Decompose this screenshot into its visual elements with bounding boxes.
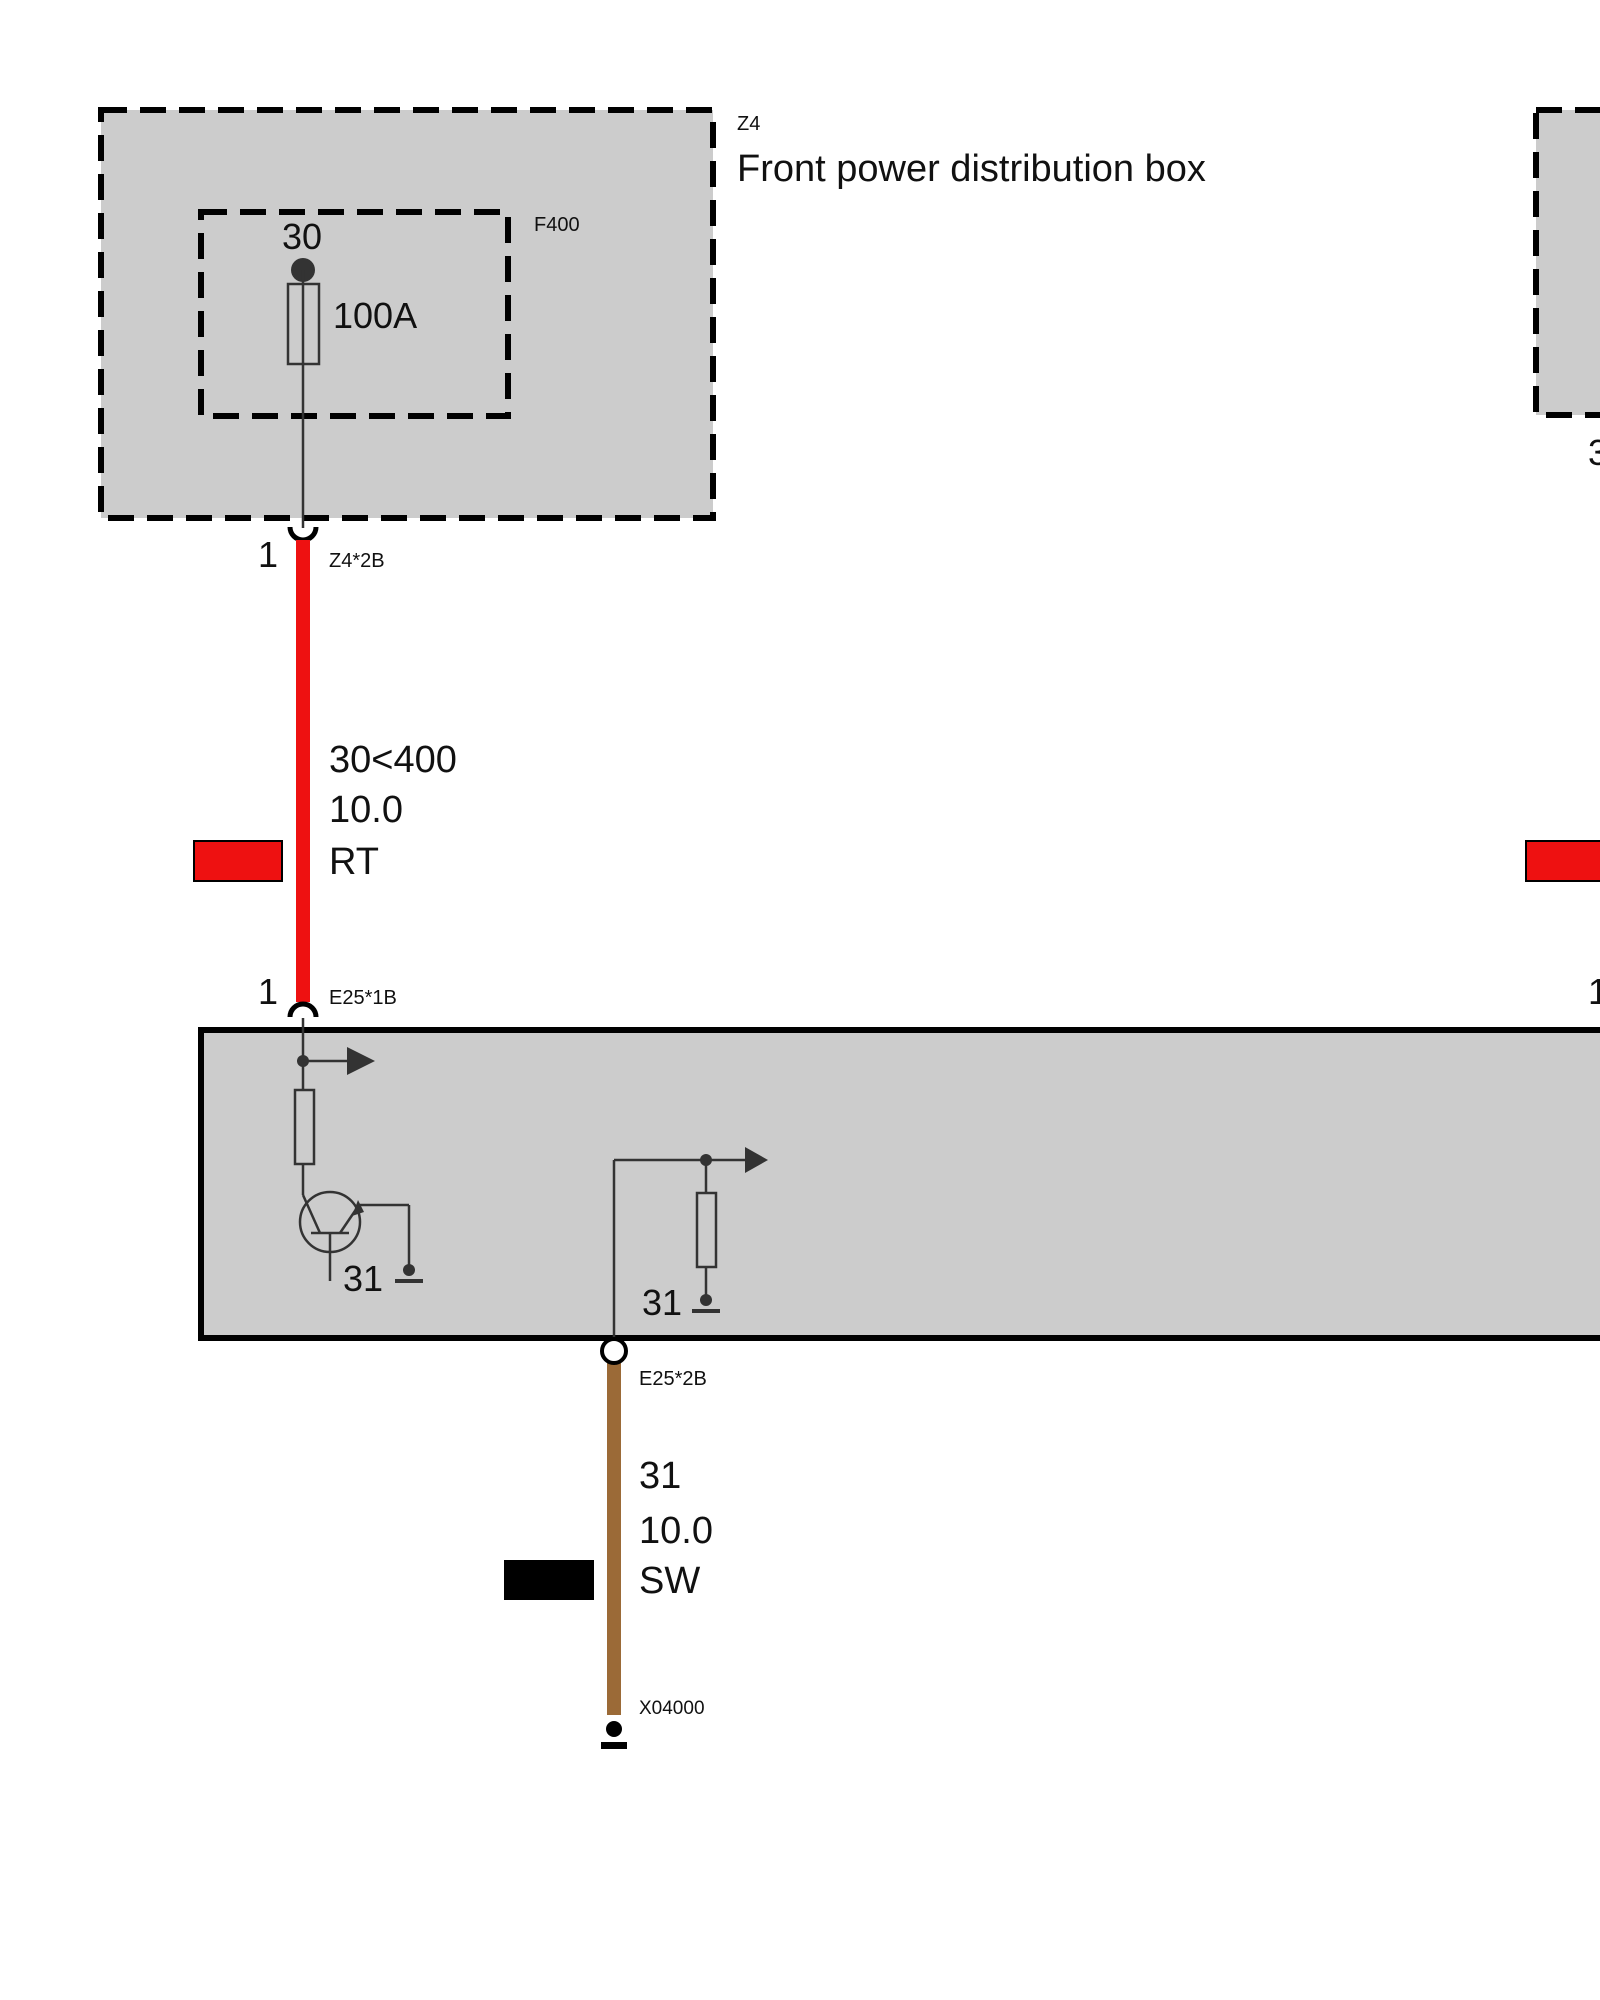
- wire-red-circuit: 30<400: [329, 739, 457, 781]
- wire-brown-color-code: SW: [639, 1560, 700, 1602]
- right-box-partial-label: 3: [1588, 432, 1600, 473]
- fuse-terminal-label: 30: [282, 216, 322, 257]
- left-ground-dot: [403, 1264, 415, 1276]
- ground-point-icon[interactable]: [601, 1742, 627, 1749]
- fuse-rating: 100A: [333, 295, 417, 336]
- wire-red[interactable]: [296, 540, 310, 1002]
- right-ground-label: 31: [642, 1282, 682, 1323]
- ground-point-id: X04000: [639, 1698, 705, 1719]
- power-box-title: Front power distribution box: [737, 148, 1206, 190]
- right-wire-red-swatch: [1525, 840, 1600, 882]
- wire-red-color-swatch: [193, 840, 283, 882]
- right-partial-box[interactable]: [1533, 107, 1600, 418]
- wire-red-gauge: 10.0: [329, 789, 403, 831]
- connector-z4-2b-pin: 1: [258, 534, 278, 575]
- wire-brown-color-swatch: [504, 1560, 594, 1600]
- right-pin-partial: 1: [1588, 971, 1600, 1012]
- connector-e25-1b-pin: 1: [258, 971, 278, 1012]
- signal-in-arrow-icon: [745, 1147, 768, 1173]
- connector-e25-1b-symbol[interactable]: [287, 1001, 319, 1018]
- left-resistor-symbol[interactable]: [293, 1088, 316, 1166]
- ground-point-dot: [606, 1721, 622, 1737]
- wire-brown[interactable]: [607, 1360, 621, 1715]
- connector-z4-2b-id: Z4*2B: [329, 550, 385, 572]
- connector-e25-1b-id: E25*1B: [329, 987, 397, 1009]
- connector-e25-2b-id: E25*2B: [639, 1368, 707, 1390]
- transistor-symbol[interactable]: [298, 1190, 411, 1281]
- fuse-id: F400: [534, 214, 580, 236]
- wire-brown-circuit: 31: [639, 1455, 681, 1497]
- left-ground-label: 31: [343, 1258, 383, 1299]
- signal-out-arrow-icon: [347, 1047, 375, 1075]
- wire-red-color-code: RT: [329, 841, 379, 883]
- power-box-id: Z4: [737, 113, 760, 135]
- right-ground-dot: [700, 1294, 712, 1306]
- fuse-container[interactable]: [198, 209, 511, 419]
- connector-z4-2b-symbol[interactable]: [287, 526, 319, 543]
- wire-brown-gauge: 10.0: [639, 1510, 713, 1552]
- connector-e25-2b-symbol[interactable]: [600, 1337, 628, 1365]
- module-box[interactable]: [198, 1027, 1600, 1341]
